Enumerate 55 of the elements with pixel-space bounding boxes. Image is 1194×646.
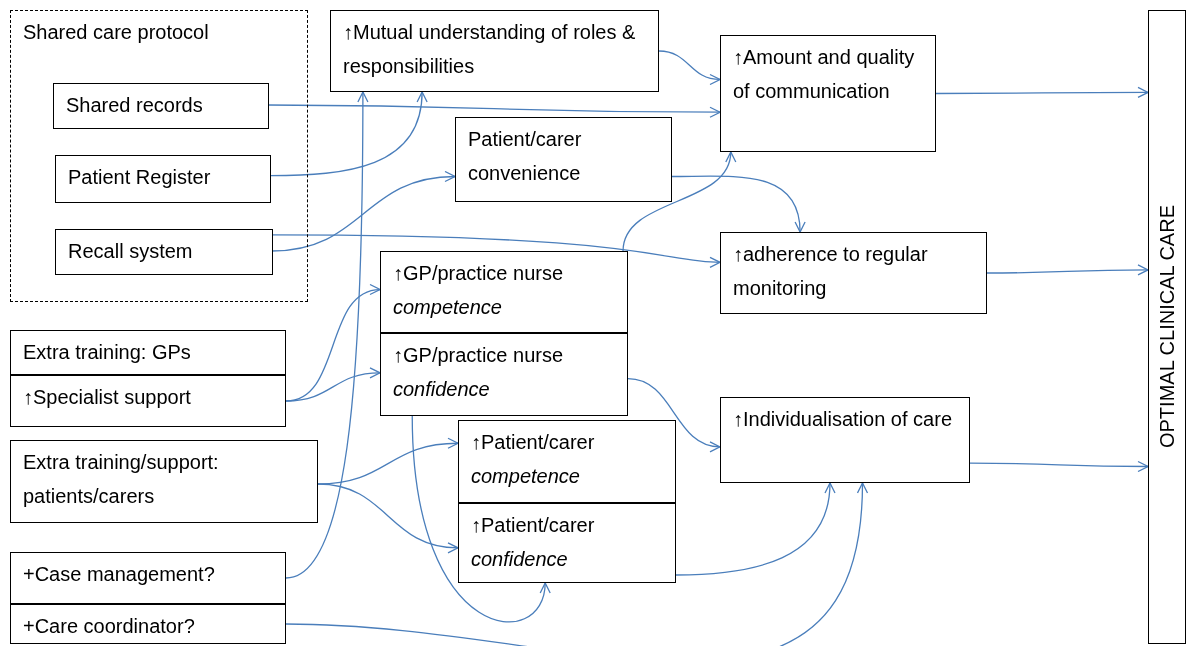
process-box (10, 552, 286, 604)
process-box (720, 35, 936, 152)
arrow (671, 175, 805, 233)
node-text: ↑Specialist support (23, 385, 192, 410)
process-box (458, 420, 676, 503)
arrow (622, 151, 735, 252)
process-box (55, 229, 273, 275)
node-text: ↑Amount and quality of communication (733, 45, 916, 104)
node-text: Shared care protocol (23, 20, 210, 45)
process-box (10, 604, 286, 644)
arrow (627, 378, 721, 452)
process-box (458, 503, 676, 583)
process-box (10, 440, 318, 523)
node-text: ↑Patient/carer confidence (471, 513, 596, 572)
process-box (53, 83, 269, 129)
arrow (411, 415, 550, 623)
node-text: ↑Mutual understanding of roles & responsibilities (343, 20, 637, 79)
arrow (271, 171, 456, 252)
process-box (330, 10, 659, 92)
arrow (267, 104, 721, 118)
process-box (380, 333, 628, 416)
dashed-group-box (10, 10, 308, 302)
node-text: +Care coordinator? (23, 614, 196, 639)
arrow (935, 86, 1149, 99)
node-text: +Case management? (23, 562, 216, 587)
arrow (271, 234, 721, 268)
node-text: Extra training/support: patients/carers (23, 450, 220, 509)
process-box (10, 375, 286, 427)
node-text: Recall system (68, 239, 194, 264)
node-text: ↑Individualisation of care (733, 407, 953, 432)
arrow (285, 367, 381, 402)
arrow (317, 483, 459, 553)
arrow (969, 460, 1149, 473)
node-text: OPTIMAL CLINICAL CARE (1155, 205, 1179, 449)
arrow (658, 50, 721, 85)
node-text: ↑adherence to regular monitoring (733, 242, 929, 301)
arrow (269, 91, 427, 177)
process-box (380, 251, 628, 333)
process-box (55, 155, 271, 203)
arrow (986, 264, 1149, 276)
arrow (285, 482, 868, 646)
process-box (720, 397, 970, 483)
process-box (720, 232, 987, 314)
node-text: Shared records (66, 93, 204, 118)
node-text: Patient Register (68, 165, 212, 190)
node-text: ↑Patient/carer competence (471, 430, 596, 489)
outcome-box (1148, 10, 1186, 644)
node-text: Extra training: GPs (23, 340, 192, 365)
process-box (10, 330, 286, 375)
node-text: Patient/carer convenience (468, 127, 583, 186)
node-text: ↑GP/practice nurse confidence (393, 343, 565, 402)
node-text: ↑GP/practice nurse competence (393, 261, 565, 320)
arrow (675, 482, 835, 576)
process-box (455, 117, 672, 202)
arrow (285, 91, 369, 579)
